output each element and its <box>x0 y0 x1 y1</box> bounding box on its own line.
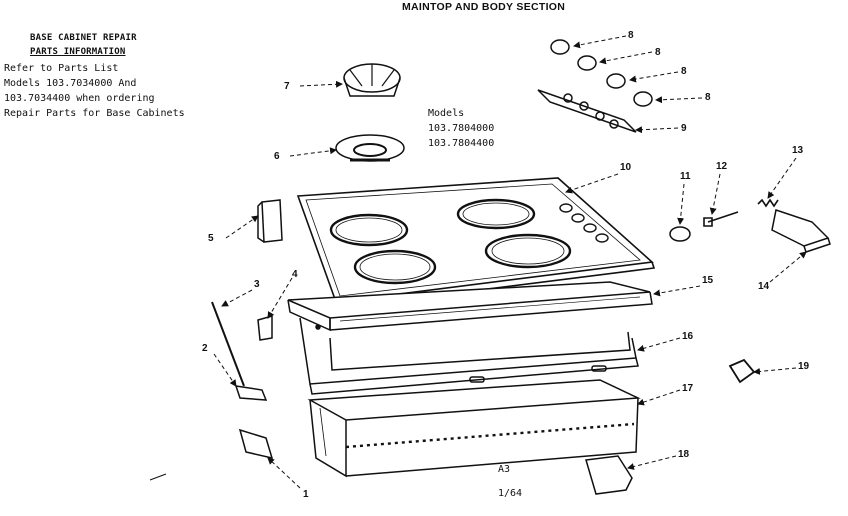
callout-label: 3 <box>254 279 260 290</box>
stray-mark <box>150 474 166 480</box>
models-label: Models <box>428 108 465 119</box>
callout-label: 14 <box>758 281 770 292</box>
bracket-5 <box>258 200 282 242</box>
drip-pan <box>336 135 404 161</box>
valve-shaft <box>704 212 738 226</box>
callout-label: 1 <box>303 489 309 500</box>
model-number: 103.7804400 <box>428 138 495 149</box>
bracket-2 <box>236 386 266 400</box>
callout-label: 2 <box>202 343 208 354</box>
model-number: 103.7804000 <box>428 123 495 134</box>
spring <box>758 200 778 206</box>
callout-label: 17 <box>682 383 694 394</box>
callout-label: 18 <box>678 449 690 460</box>
bracket-14 <box>772 210 830 252</box>
callout-label: 8 <box>681 66 687 77</box>
info-line: Models 103.7034000 And <box>4 78 137 89</box>
callout-label: 8 <box>705 92 711 103</box>
callout-label: 12 <box>716 161 728 172</box>
clip-4 <box>258 316 272 340</box>
callout-label: 15 <box>702 275 714 286</box>
base-body <box>310 380 638 476</box>
info-line: 103.7034400 when ordering <box>4 93 155 104</box>
callout-label: 8 <box>655 47 661 58</box>
callout-label: 6 <box>274 151 280 162</box>
control-knobs <box>551 40 652 106</box>
maintop-frame <box>288 282 652 330</box>
callout-label: 5 <box>208 233 214 244</box>
cooktop-maintop <box>298 178 654 308</box>
callout-label: 10 <box>620 162 632 173</box>
callout-label: 4 <box>292 269 298 280</box>
callout-label: 8 <box>628 30 634 41</box>
leader-lines <box>214 36 807 488</box>
burner-head <box>344 64 400 96</box>
bracket-18 <box>586 456 632 494</box>
callout-label: 13 <box>792 145 804 156</box>
info-line: Repair Parts for Base Cabinets <box>4 108 185 119</box>
print-date: 1/64 <box>498 488 523 499</box>
callout-label: 16 <box>682 331 694 342</box>
info-subheading: PARTS INFORMATION <box>30 47 126 57</box>
body-inner-panel <box>300 318 638 394</box>
bracket-1 <box>240 430 272 458</box>
callout-label: 11 <box>680 171 691 182</box>
callout-label: 9 <box>681 123 687 134</box>
diagram-title: MAINTOP AND BODY SECTION <box>402 1 566 13</box>
page-code: A3 <box>498 464 511 475</box>
support-rod <box>212 302 244 386</box>
callout-label: 19 <box>798 361 810 372</box>
info-line: Refer to Parts List <box>4 63 119 74</box>
callout-label: 7 <box>284 81 290 92</box>
info-heading: BASE CABINET REPAIR <box>30 33 137 43</box>
knob-11 <box>670 227 690 241</box>
control-panel <box>538 90 636 132</box>
fitting-19 <box>730 360 754 382</box>
